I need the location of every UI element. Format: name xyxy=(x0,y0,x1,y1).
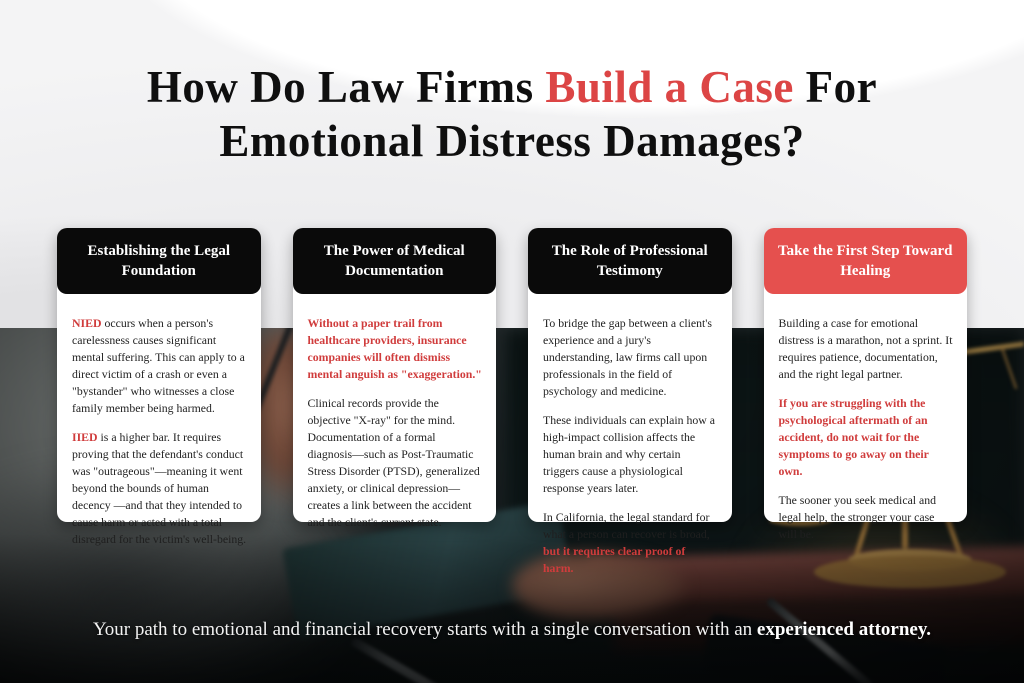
card-paragraph: In California, the legal standard for wh… xyxy=(543,510,710,575)
card-header: Take the First Step Toward Healing xyxy=(763,228,967,294)
card-row: Establishing the Legal Foundation NIED o… xyxy=(57,228,968,575)
card-paragraph: The sooner you seek medical and legal he… xyxy=(778,493,937,541)
card-header: The Power of Medical Documentation xyxy=(292,228,496,294)
title-highlight: Build a Case xyxy=(545,62,794,112)
card-paragraph: These individuals can explain how a high… xyxy=(543,413,715,495)
card-professional-testimony: The Role of Professional Testimony To br… xyxy=(528,228,732,575)
card-body: Building a case for emotional distress i… xyxy=(764,294,968,541)
card-body: NIED occurs when a person's carelessness… xyxy=(57,294,261,546)
card-paragraph: Building a case for emotional distress i… xyxy=(778,316,953,381)
card-paragraph: NIED occurs when a person's carelessness… xyxy=(72,316,245,415)
card-medical-documentation: The Power of Medical Documentation Witho… xyxy=(292,228,497,529)
card-legal-foundation: Establishing the Legal Foundation NIED o… xyxy=(57,228,261,546)
title-text: How Do Law Firms xyxy=(146,62,546,112)
card-header: Establishing the Legal Foundation xyxy=(57,228,261,294)
card-paragraph: To bridge the gap between a client's exp… xyxy=(543,316,713,398)
footer-caption: Your path to emotional and financial rec… xyxy=(0,616,1024,644)
title-line2: Emotional Distress Damages? xyxy=(219,116,805,166)
card-body: Without a paper trail from healthcare pr… xyxy=(293,294,497,529)
card-paragraph: Without a paper trail from healthcare pr… xyxy=(307,316,482,381)
card-paragraph: Clinical records provide the objective "… xyxy=(307,396,480,529)
card-first-step: Take the First Step Toward Healing Build… xyxy=(763,228,968,541)
title-text: For xyxy=(793,62,878,112)
page-title: How Do Law Firms Build a Case For Emotio… xyxy=(0,60,1024,168)
card-paragraph: If you are struggling with the psycholog… xyxy=(778,396,929,478)
card-paragraph: IIED is a higher bar. It requires provin… xyxy=(72,430,247,546)
footer-bold-text: experienced attorney. xyxy=(756,619,932,640)
footer-text: Your path to emotional and financial rec… xyxy=(92,619,757,640)
card-body: To bridge the gap between a client's exp… xyxy=(528,294,732,575)
card-header: The Role of Professional Testimony xyxy=(528,228,732,294)
